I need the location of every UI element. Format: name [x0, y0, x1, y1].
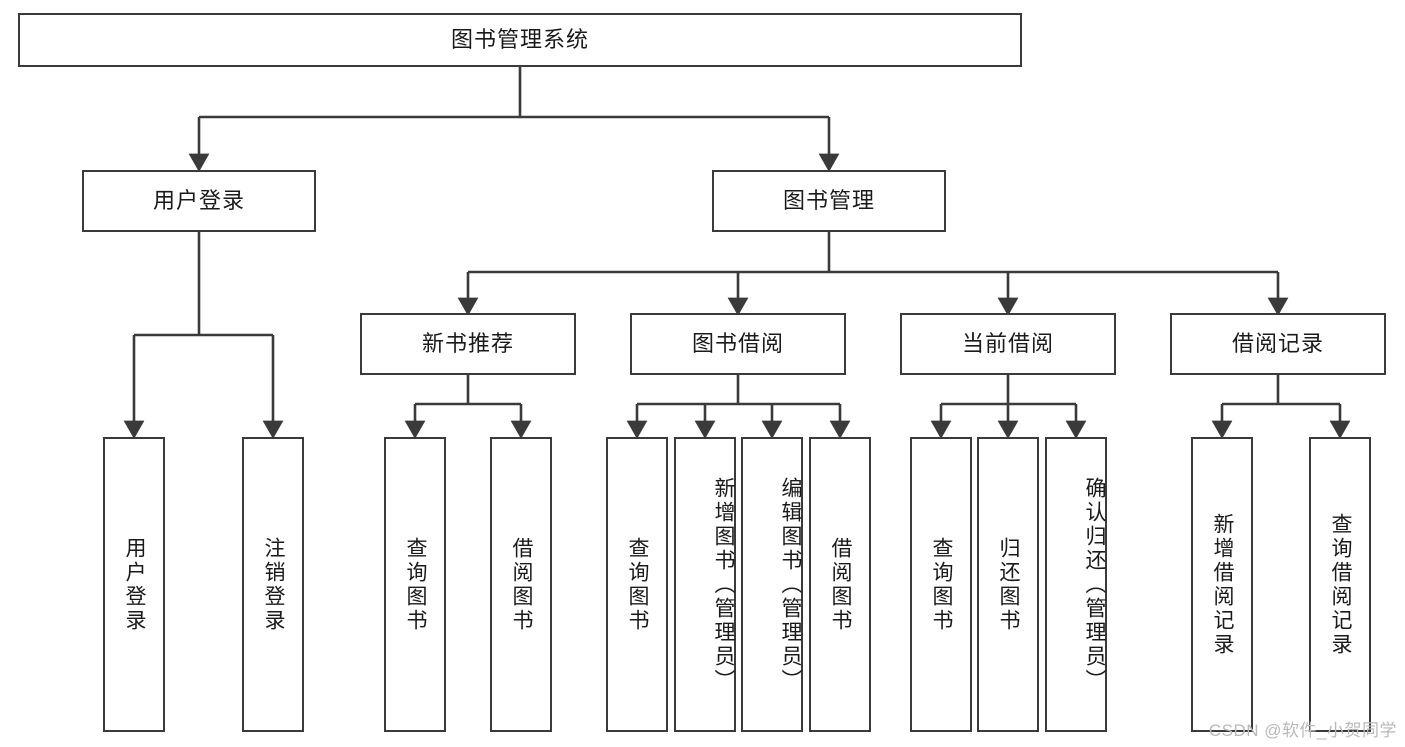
node-leaf-rec-query[interactable]: 查询图书 — [384, 437, 446, 732]
node-leaf-user-logout-label: 注销登录 — [262, 536, 286, 633]
node-current-borrow[interactable]: 当前借阅 — [900, 313, 1116, 375]
node-leaf-rec-borrow[interactable]: 借阅图书 — [490, 437, 552, 732]
node-new-book-rec[interactable]: 新书推荐 — [360, 313, 576, 375]
node-leaf-borrow-add-label: 新增图书（管理员） — [712, 476, 735, 693]
node-new-book-rec-label: 新书推荐 — [421, 330, 514, 356]
node-leaf-rec-add[interactable]: 新增借阅记录 — [1191, 437, 1253, 732]
node-user-login-label: 用户登录 — [152, 187, 245, 213]
csdn-watermark: CSDN @软件_小贺同学 — [1208, 721, 1397, 740]
node-leaf-borrow-query-label: 查询图书 — [626, 536, 650, 633]
node-leaf-borrow-query[interactable]: 查询图书 — [606, 437, 668, 732]
node-book-borrow-label: 图书借阅 — [691, 330, 784, 356]
node-book-manage-label: 图书管理 — [782, 187, 875, 213]
node-leaf-rec-query-label: 查询图书 — [404, 536, 428, 633]
node-root[interactable]: 图书管理系统 — [18, 13, 1022, 67]
node-leaf-borrow-edit[interactable]: 编辑图书（管理员） — [741, 437, 803, 732]
node-leaf-user-login-label: 用户登录 — [123, 536, 147, 633]
node-user-login[interactable]: 用户登录 — [82, 170, 316, 232]
node-leaf-rec-query2[interactable]: 查询借阅记录 — [1309, 437, 1371, 732]
node-leaf-rec-query2-label: 查询借阅记录 — [1329, 512, 1353, 657]
node-leaf-cur-return[interactable]: 归还图书 — [977, 437, 1039, 732]
node-leaf-rec-borrow-label: 借阅图书 — [510, 536, 534, 633]
node-leaf-cur-confirm-label: 确认归还（管理员） — [1083, 476, 1106, 693]
node-book-borrow[interactable]: 图书借阅 — [630, 313, 846, 375]
node-leaf-borrow-edit-label: 编辑图书（管理员） — [779, 476, 802, 693]
node-book-manage[interactable]: 图书管理 — [712, 170, 946, 232]
node-leaf-cur-query-label: 查询图书 — [930, 536, 954, 633]
node-leaf-borrow-do[interactable]: 借阅图书 — [809, 437, 871, 732]
node-borrow-record[interactable]: 借阅记录 — [1170, 313, 1386, 375]
node-leaf-rec-add-label: 新增借阅记录 — [1211, 512, 1235, 657]
node-current-borrow-label: 当前借阅 — [961, 330, 1054, 356]
node-leaf-cur-confirm[interactable]: 确认归还（管理员） — [1045, 437, 1107, 732]
node-borrow-record-label: 借阅记录 — [1231, 330, 1324, 356]
node-leaf-user-logout[interactable]: 注销登录 — [242, 437, 304, 732]
node-leaf-borrow-do-label: 借阅图书 — [829, 536, 853, 633]
node-root-label: 图书管理系统 — [450, 26, 589, 52]
node-leaf-user-login[interactable]: 用户登录 — [103, 437, 165, 732]
node-leaf-cur-return-label: 归还图书 — [997, 536, 1021, 633]
node-leaf-cur-query[interactable]: 查询图书 — [910, 437, 972, 732]
node-leaf-borrow-add[interactable]: 新增图书（管理员） — [674, 437, 736, 732]
